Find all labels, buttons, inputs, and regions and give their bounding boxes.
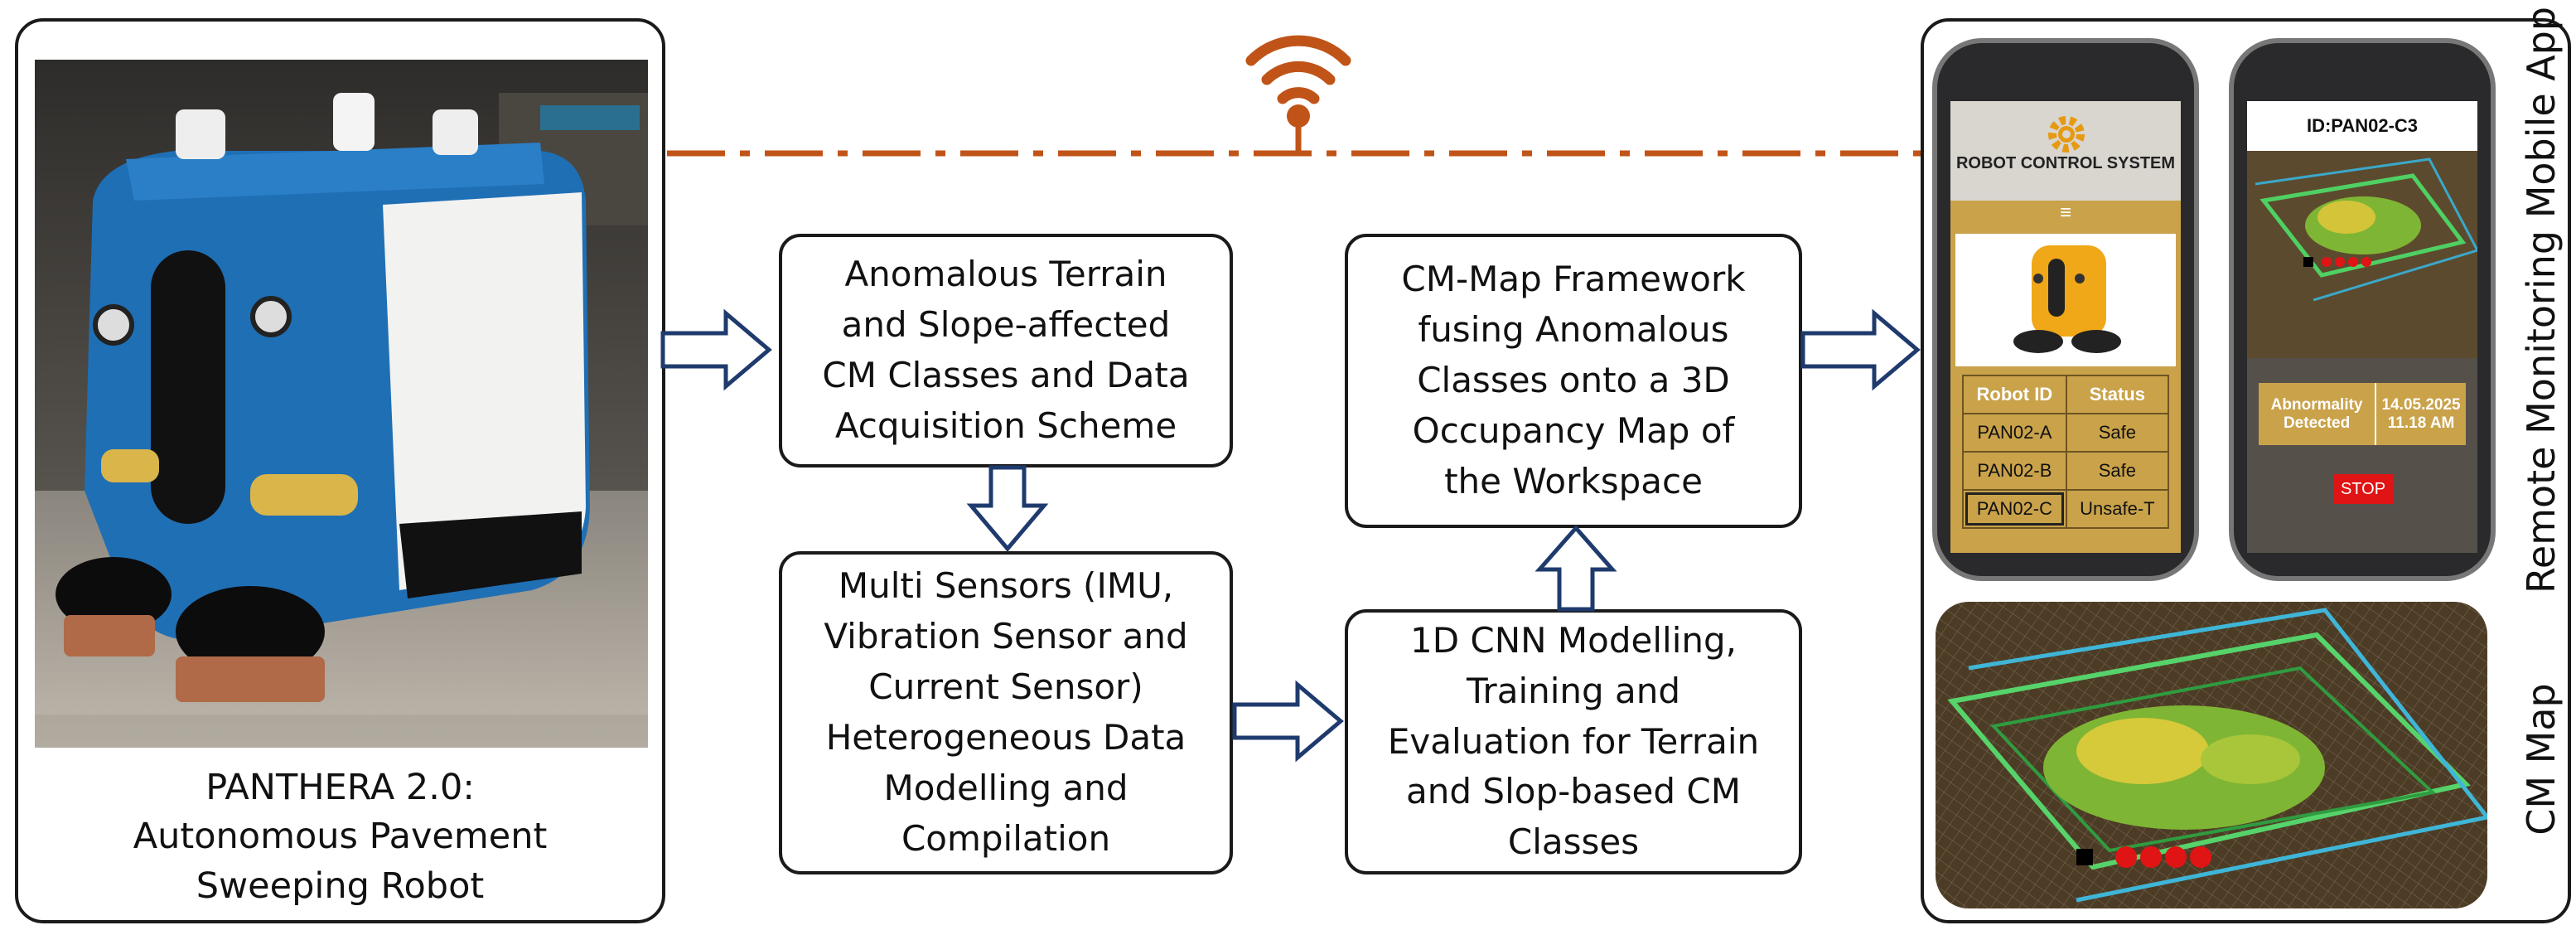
flow-box-data-acquisition: Anomalous Terrain and Slope-affected CM … <box>779 234 1233 468</box>
phone-robot-control: ROBOT CONTROL SYSTEM ≡ Robot ID Status P… <box>1932 38 2199 581</box>
table-header-status: Status <box>2065 375 2170 414</box>
robot-photo <box>35 60 648 748</box>
phone2-map-preview <box>2247 151 2477 358</box>
alert-time: 14.05.2025 11.18 AM <box>2381 395 2461 432</box>
table-header-robot-id: Robot ID <box>1962 375 2067 414</box>
cm-map-image <box>1936 602 2487 908</box>
alert-label: Abnormality Detected <box>2259 383 2377 445</box>
table-row[interactable]: PAN02-B Safe <box>1962 451 2170 491</box>
flow-box-cnn-modelling: 1D CNN Modelling, Training and Evaluatio… <box>1345 609 1802 874</box>
alert-banner: Abnormality Detected 14.05.2025 11.18 AM <box>2259 383 2466 445</box>
gear-icon <box>2048 116 2085 153</box>
flow-box-cm-map-framework: CM-Map Framework fusing Anomalous Classe… <box>1345 234 1802 528</box>
app-vertical-label: Remote Monitoring Mobile App <box>2519 6 2564 593</box>
phone2-screen: ID:PAN02-C3 Abnormality Detected 14.05.2… <box>2247 101 2477 553</box>
arrow-box2-to-box3 <box>1232 680 1344 763</box>
phone1-screen: ROBOT CONTROL SYSTEM ≡ Robot ID Status P… <box>1950 101 2181 553</box>
wifi-icon <box>1245 35 1351 156</box>
table-row[interactable]: PAN02-C Unsafe-T <box>1962 489 2170 529</box>
phone2-title: ID:PAN02-C3 <box>2247 101 2477 151</box>
map-vertical-label: CM Map <box>2519 683 2564 836</box>
phone-abnormality-alert: ID:PAN02-C3 Abnormality Detected 14.05.2… <box>2229 38 2496 581</box>
robot-status-table: Robot ID Status PAN02-A Safe PAN02-B Saf… <box>1962 375 2170 529</box>
monitoring-panel: ROBOT CONTROL SYSTEM ≡ Robot ID Status P… <box>1921 7 2571 923</box>
table-row[interactable]: PAN02-A Safe <box>1962 413 2170 453</box>
phone1-header-title: ROBOT CONTROL SYSTEM <box>1955 154 2176 172</box>
robot-thumbnail <box>1955 234 2176 366</box>
arrow-box3-to-box4 <box>1534 525 1617 612</box>
arrow-robot-to-box1 <box>660 308 772 391</box>
arrow-box4-to-app <box>1800 308 1921 391</box>
stop-button[interactable]: STOP <box>2333 474 2393 504</box>
menu-icon[interactable]: ≡ <box>2059 201 2071 224</box>
arrow-box1-to-box2 <box>966 465 1049 552</box>
robot-caption: PANTHERA 2.0: Autonomous Pavement Sweepi… <box>133 767 548 907</box>
robot-panel: PANTHERA 2.0: Autonomous Pavement Sweepi… <box>15 18 665 923</box>
flow-box-sensor-modelling: Multi Sensors (IMU, Vibration Sensor and… <box>779 551 1233 874</box>
